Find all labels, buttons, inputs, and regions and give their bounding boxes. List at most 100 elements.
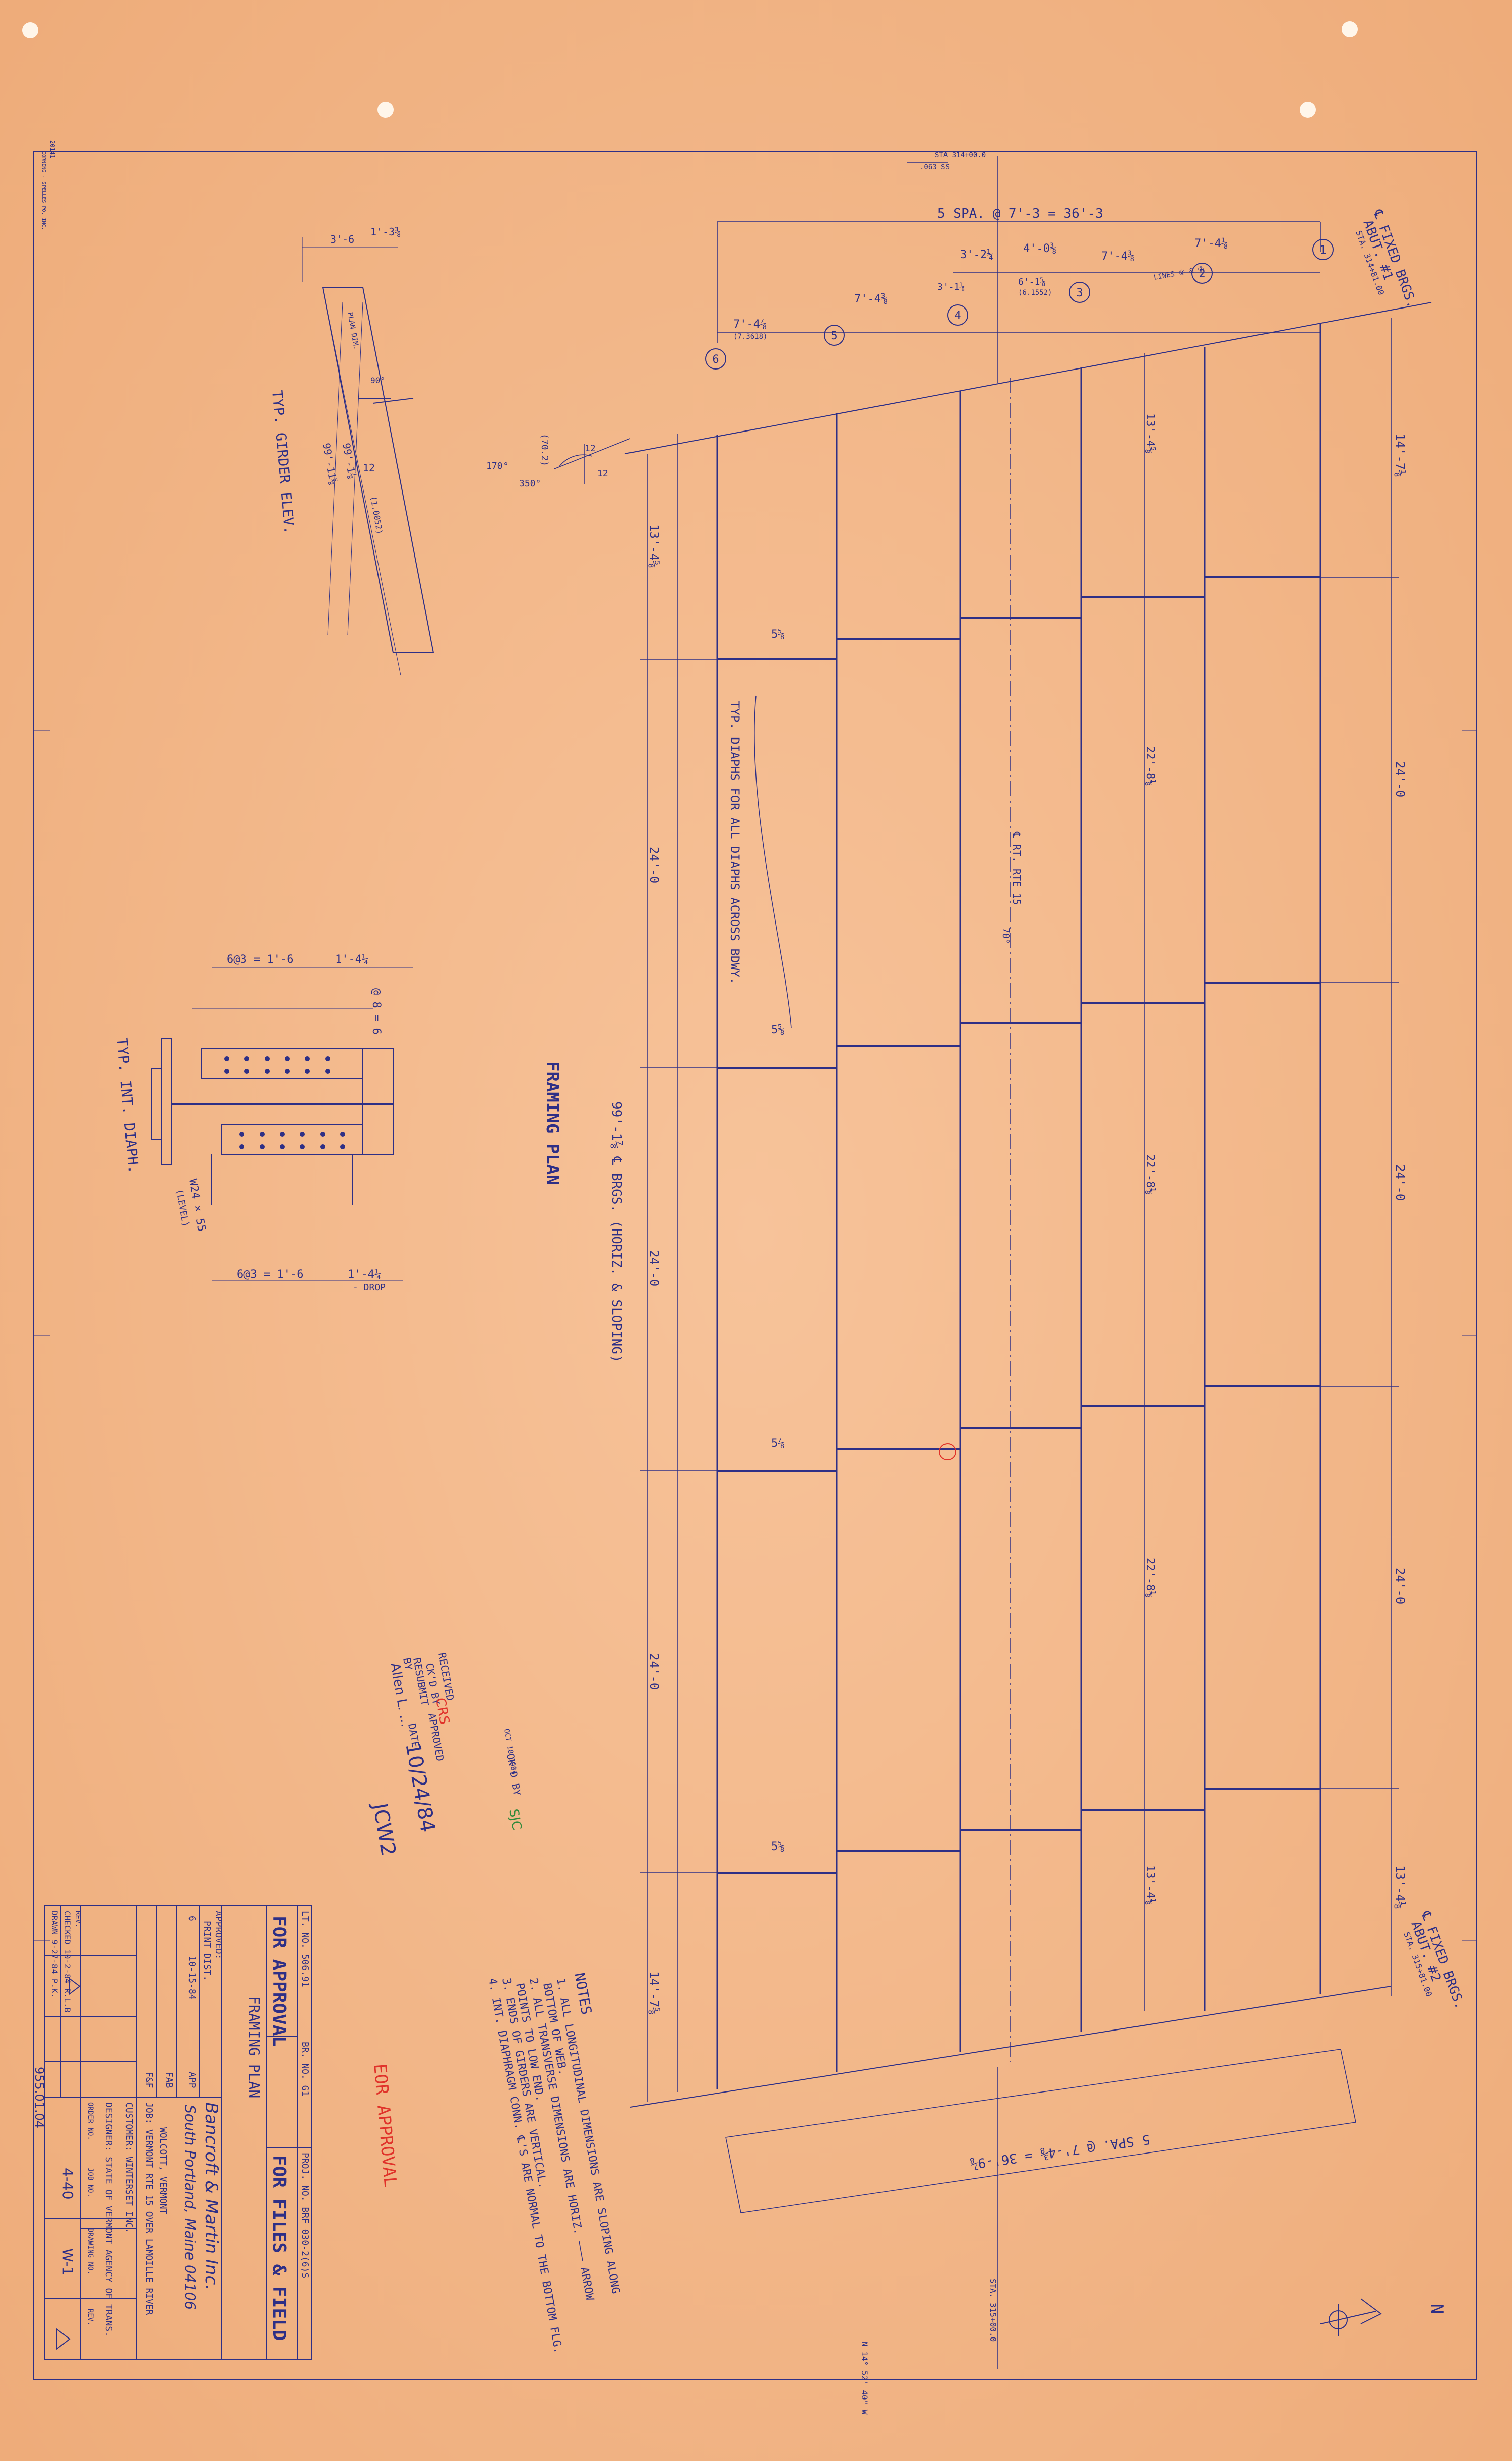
- dim-9: 7'-4⅞: [733, 318, 767, 331]
- girder-label-4: 4: [954, 310, 961, 322]
- top-bearing-line: [624, 302, 1432, 454]
- right-dim-4: 24'-0: [1393, 1568, 1407, 1604]
- right-dim-3: 24'-0: [1393, 1164, 1407, 1201]
- for-files-field: FOR FILES & FIELD: [269, 2155, 289, 2341]
- dim-4: 7'-4⅛: [1194, 237, 1228, 250]
- for-approval: FOR APPROVAL: [269, 1916, 289, 2047]
- framing-plan: [554, 156, 1432, 2369]
- approved-label: APPROVED:: [213, 1911, 224, 1960]
- skew-mark: 70°: [1000, 928, 1011, 944]
- stamp-initials-green: SJC: [506, 1808, 524, 1831]
- margin-print: CORNING · SPELLES PO. INC.: [41, 151, 46, 230]
- north-arrow: [1320, 2298, 1382, 2336]
- bottom-angle: N 14° 52' 40" W: [860, 2342, 869, 2415]
- skew-offset: .063 SS: [920, 163, 950, 171]
- bay-dim-2: 22'-8⅛: [1144, 746, 1156, 786]
- drawing-title: FRAMING PLAN: [246, 1996, 263, 2098]
- girder-elev-dim-7: 12: [363, 462, 375, 474]
- right-dim-5: 13'-4⅛: [1393, 1865, 1407, 1909]
- girder-elevation-detail: [302, 237, 434, 676]
- dim-8: 7'-4⅜: [854, 293, 888, 305]
- girder-bubble-2: [1191, 263, 1213, 284]
- angle-a3: 350°: [519, 478, 541, 489]
- drawn-line: DRAWN 9-27-84 P.K.: [50, 1911, 59, 1998]
- drawing-no-value: W-1: [59, 2248, 76, 2275]
- diaph-label-4: 5⅝: [771, 1840, 785, 1853]
- diaph-note: TYP. DIAPHS FOR ALL DIAPHS ACROSS BDWY.: [728, 701, 742, 985]
- designer-line: DESIGNER: STATE OF VERMONT AGENCY OF TRA…: [103, 2102, 114, 2337]
- left-dimension-lines: [640, 434, 721, 2102]
- stamp-by: BY: [401, 1657, 415, 1671]
- girder-bubble-6: [705, 348, 726, 370]
- overall-spacing: 5 SPA. @ 7'-3 = 36'-3: [937, 206, 1103, 221]
- dist-row-1-q: 6: [186, 1916, 197, 1921]
- sheet-border: [33, 151, 1477, 2380]
- left-dim-4: 24'-0: [647, 1653, 661, 1690]
- punch-holes: [22, 21, 1358, 118]
- diaph-bolts: [224, 1056, 345, 1149]
- br-no: BR. NO. G1: [300, 2042, 310, 2096]
- lt-no: LT. NO. 506.91: [300, 1911, 310, 1987]
- rev-label: REV.: [86, 2309, 94, 2326]
- girder-label-1: 1: [1319, 244, 1326, 257]
- order-no-value: 4-40: [59, 2168, 76, 2200]
- drawing-no-label: DRAWING NO.: [86, 2228, 94, 2275]
- int-diaph-detail: [151, 967, 413, 1281]
- girder-bubble-3: [1069, 282, 1090, 303]
- angle-a1: (70.2): [539, 434, 550, 466]
- left-dim-3: 24'-0: [647, 1250, 661, 1286]
- girder-label-5: 5: [831, 330, 837, 342]
- dim-3: 7'-4⅜: [1101, 250, 1135, 263]
- girder-label-3: 3: [1076, 287, 1083, 299]
- footer-number: 955.01.04: [32, 2067, 46, 2128]
- bay-dim-1: 13'-4⅝: [1144, 413, 1156, 453]
- girder-bubble-5: [824, 325, 845, 346]
- skew-angle-indicator: [554, 438, 631, 484]
- right-dim-2: 24'-0: [1393, 761, 1407, 797]
- diaph-dim-2: 1'-4¼: [335, 953, 368, 966]
- dim-6: 6'-1⅝: [1018, 277, 1045, 287]
- right-dim-1: 14'-7⅛: [1393, 434, 1407, 477]
- proj-no: PROJ. NO. BRF 030-2(6)S: [300, 2152, 310, 2278]
- bay-dim-3: 22'-8⅛: [1144, 1154, 1156, 1194]
- company-name: Bancroft & Martin Inc.: [201, 2102, 221, 2290]
- framing-plan-title: FRAMING PLAN: [542, 1061, 562, 1185]
- customer-line: CUSTOMER: WINTERSET INC.: [123, 2102, 134, 2233]
- right-dimension-lines: [1144, 318, 1399, 2011]
- company-address: South Portland, Maine 04106: [182, 2105, 199, 2310]
- girder-elev-dim-2: 1'-3⅜: [370, 226, 401, 238]
- dim-10: (7.3618): [733, 333, 767, 341]
- span-label: 99'-1⅞ ℄ BRGS. (HORIZ. & SLOPING): [609, 1101, 624, 1363]
- diaph-dim-4: 1'-4¼: [348, 1268, 381, 1281]
- north-label: N: [1427, 2304, 1447, 2314]
- girder-bubble-4: [947, 304, 968, 326]
- girder-elev-dim-4: 90°: [370, 376, 385, 385]
- diaph-dim-1: 6@3 = 1'-6: [227, 953, 293, 966]
- job-no-label: JOB NO.: [86, 2168, 94, 2197]
- dist-row-1-date: 10-15-84: [186, 1956, 197, 2000]
- corner-tag: 20141: [49, 140, 56, 158]
- title-block: [44, 1905, 312, 2360]
- checked-line: CHECKED 10-2-84 R.L.B: [62, 1911, 72, 2012]
- top-dimension-lines: [717, 156, 1321, 383]
- bottom-station: STA. 315+00.0: [988, 2279, 998, 2342]
- girder-bubble-1: [1312, 239, 1334, 260]
- location-line: WOLCOTT, VERMONT: [158, 2127, 168, 2215]
- bay-dim-4: 22'-8⅛: [1144, 1558, 1156, 1597]
- dim-2: 4'-0⅜: [1023, 242, 1056, 255]
- diaph-note-leader: [754, 695, 792, 1029]
- revision-triangles: [56, 1978, 81, 2351]
- rt15-label: ℄ RT. RTE 15: [1011, 831, 1023, 905]
- diaph-label-3: 5⅞: [771, 1437, 785, 1450]
- bottom-spacing-box: [725, 2049, 1356, 2369]
- diaph-label-2: 5⅝: [771, 1024, 785, 1036]
- diaph-dim-8: - DROP: [353, 1282, 386, 1293]
- bay-dim-5: 13'-4⅛: [1144, 1865, 1156, 1905]
- angle-a4: 12: [585, 443, 596, 454]
- angle-a2: 170°: [486, 461, 508, 471]
- girder-label-6: 6: [712, 353, 719, 366]
- dist-row-2-for: FAB: [164, 2072, 174, 2088]
- revision-circle: [939, 1443, 956, 1460]
